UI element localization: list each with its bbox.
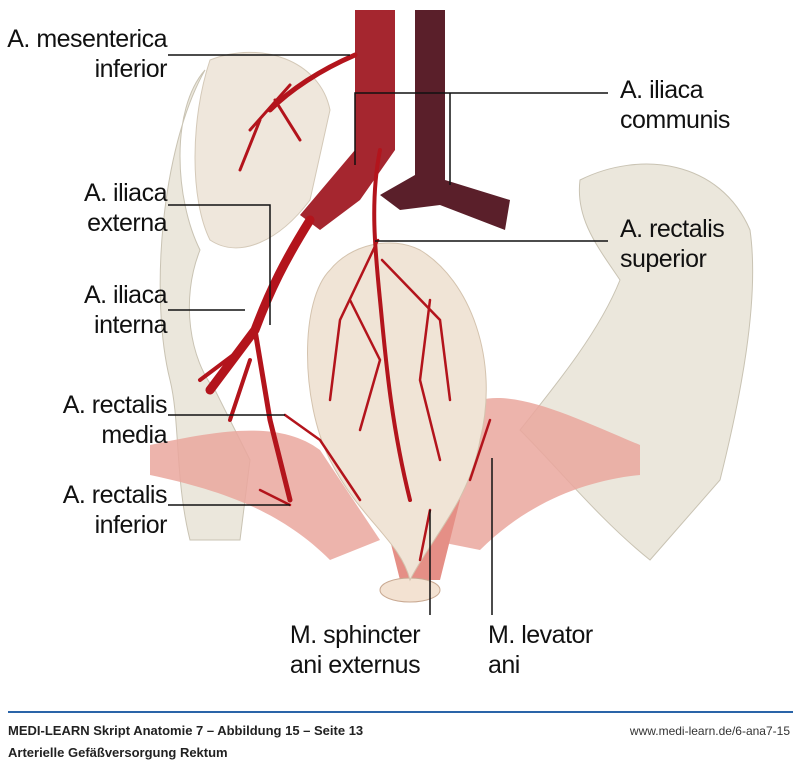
label-a-iliaca-communis: A. iliaca communis	[620, 75, 730, 135]
label-m-levator-ani: M. levator ani	[488, 620, 593, 680]
levator-ani-right	[430, 398, 640, 550]
label-line: media	[101, 421, 167, 449]
pelvic-bone-left	[159, 69, 251, 541]
label-line: inferior	[94, 511, 168, 539]
label-a-rectalis-superior: A. rectalis superior	[620, 214, 725, 274]
label-m-sphincter-ani-externus: M. sphincter ani externus	[270, 620, 440, 680]
vena-cava	[380, 10, 510, 230]
arteries	[198, 52, 492, 562]
figure-caption: Arterielle Gefäßversorgung Rektum	[8, 745, 228, 760]
label-a-rectalis-media: A. rectalis media	[62, 390, 168, 450]
aorta	[300, 10, 395, 230]
leader-lines	[168, 54, 608, 615]
label-line: A. iliaca	[620, 76, 704, 104]
label-line: superior	[620, 245, 707, 273]
label-line: ani	[488, 651, 520, 679]
anatomy-illustration	[150, 10, 754, 615]
label-a-iliaca-interna: A. iliaca interna	[83, 280, 168, 340]
label-line: A. rectalis	[62, 481, 168, 509]
label-line: communis	[620, 106, 730, 134]
label-a-mesenterica-inferior: A. mesenterica inferior	[7, 24, 167, 84]
footer-title: MEDI-LEARN Skript Anatomie 7 – Abbildung…	[8, 723, 364, 738]
label-line: A. rectalis	[62, 391, 168, 419]
label-line: interna	[94, 311, 167, 339]
label-a-rectalis-inferior: A. rectalis inferior	[62, 480, 168, 540]
label-line: A. mesenterica	[7, 25, 167, 53]
label-a-iliaca-externa: A. iliaca externa	[83, 178, 168, 238]
label-line: externa	[87, 209, 167, 237]
footer-url[interactable]: www.medi-learn.de/6-ana7-15	[629, 724, 790, 738]
label-line: inferior	[94, 55, 168, 83]
label-line: M. levator	[488, 621, 593, 649]
sigmoid-colon	[194, 51, 331, 249]
anal-canal	[379, 577, 441, 603]
label-line: A. iliaca	[83, 179, 168, 207]
levator-ani-left	[150, 430, 380, 560]
footer-divider	[8, 711, 793, 713]
label-line: A. iliaca	[83, 281, 168, 309]
label-line: M. sphincter	[289, 621, 421, 649]
label-line: ani externus	[289, 651, 421, 679]
label-line: A. rectalis	[620, 215, 725, 243]
